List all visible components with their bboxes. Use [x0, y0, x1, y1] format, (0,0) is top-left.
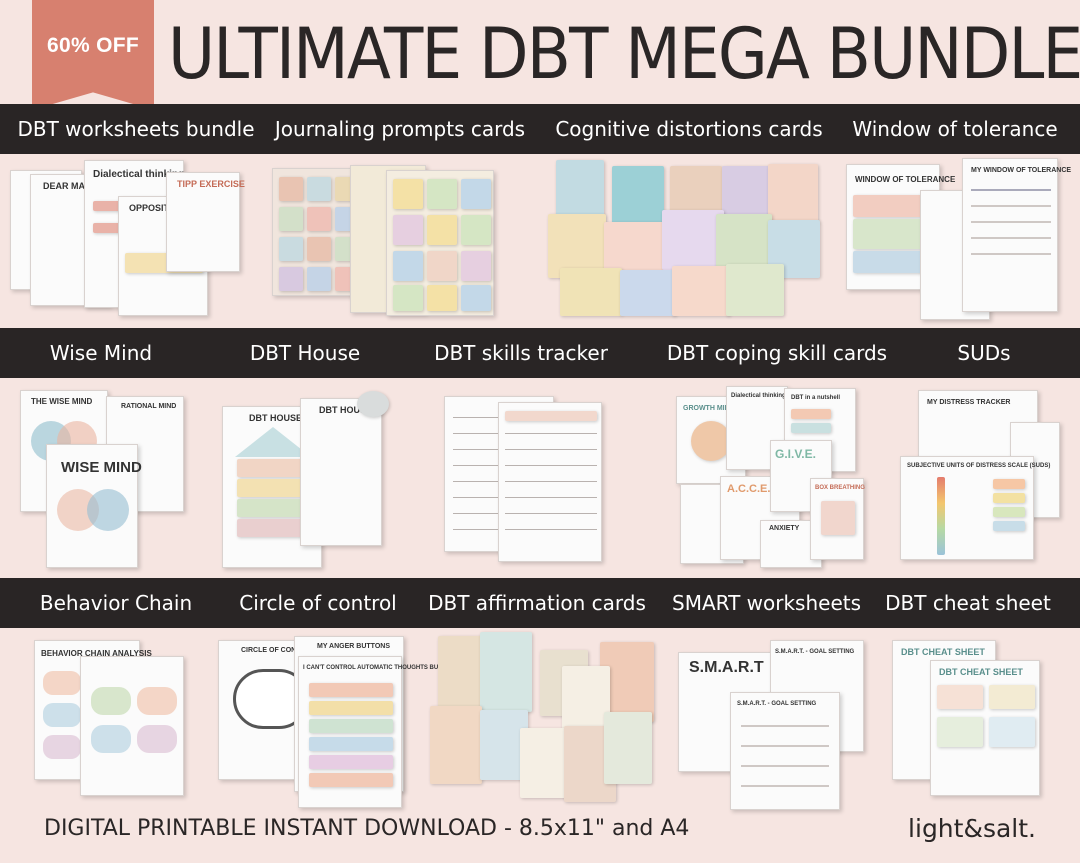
smart-title: S.M.A.R.T: [689, 659, 764, 676]
dialectical-small-title: Dialectical thinking: [731, 393, 786, 399]
dearman-title: DEAR MAN: [43, 181, 92, 191]
cheat-title: DBT CHEAT SHEET: [901, 647, 985, 657]
goal-setting-title: S.M.A.R.T. - GOAL SETTING: [775, 649, 855, 655]
section-label-affirmation: DBT affirmation cards: [428, 591, 646, 615]
section-label-wise-mind: Wise Mind: [49, 341, 153, 365]
growth-title: GROWTH MINDSET: [683, 405, 749, 412]
brand-logo: light&salt.: [908, 814, 1036, 843]
circle-title: CIRCLE OF CONTROL: [241, 647, 316, 654]
dbt-house-title: DBT HOUSE: [319, 405, 373, 415]
section-bar-1: DBT worksheets bundle Journaling prompts…: [0, 104, 1080, 154]
page-title: ULTIMATE DBT MEGA BUNDLE: [168, 13, 1080, 95]
section-label-coping: DBT coping skill cards: [666, 341, 888, 365]
wise-mind-small-title: THE WISE MIND: [31, 397, 93, 406]
window-title: WINDOW OF TOLERANCE: [855, 175, 956, 184]
wise-mind-title: WISE MIND: [61, 459, 142, 476]
discount-badge-label: 60% OFF: [47, 34, 139, 57]
section-label-suds: SUDs: [957, 341, 1011, 365]
section-label-behavior-chain: Behavior Chain: [39, 591, 193, 615]
section-label-cognitive: Cognitive distortions cards: [555, 117, 823, 141]
dialectical-title: Dialectical thinking: [93, 169, 185, 180]
rational-title: RATIONAL MIND: [121, 403, 177, 410]
section-label-worksheets: DBT worksheets bundle: [17, 117, 255, 141]
cant-control-title: I CAN'T CONTROL AUTOMATIC THOUGHTS BUT I…: [303, 665, 465, 671]
box-breathing-title: BOX BREATHING: [815, 485, 865, 491]
section-bar-3: Behavior Chain Circle of control DBT aff…: [0, 578, 1080, 628]
suds-title: SUBJECTIVE UNITS OF DISTRESS SCALE (SUDS…: [907, 463, 1051, 469]
give-title: G.I.V.E.: [775, 447, 816, 461]
section-label-journaling: Journaling prompts cards: [274, 117, 526, 141]
my-window-title: MY WINDOW OF TOLERANCE: [971, 167, 1072, 174]
section-label-dbt-house: DBT House: [249, 341, 361, 365]
goal-setting-title-2: S.M.A.R.T. - GOAL SETTING: [737, 701, 817, 707]
section-label-cheat-sheet: DBT cheat sheet: [885, 591, 1051, 615]
section-label-circle-control: Circle of control: [239, 591, 397, 615]
anger-title: MY ANGER BUTTONS: [317, 643, 390, 650]
nutshell-title: DBT in a nutshell: [791, 395, 841, 401]
distress-tracker-title: MY DISTRESS TRACKER: [927, 399, 1011, 406]
section-bar-2: Wise Mind DBT House DBT skills tracker D…: [0, 328, 1080, 378]
discount-badge: 60% OFF: [32, 0, 154, 110]
section-label-smart: SMART worksheets: [672, 591, 862, 615]
dbt-house-small-title: DBT HOUSE: [249, 413, 303, 423]
tipp-title: TIPP EXERCISE: [177, 179, 245, 189]
anxiety-title: ANXIETY: [769, 525, 800, 532]
download-info: DIGITAL PRINTABLE INSTANT DOWNLOAD - 8.5…: [44, 816, 690, 841]
section-label-window: Window of tolerance: [852, 117, 1058, 141]
behavior-title: BEHAVIOR CHAIN ANALYSIS: [41, 649, 152, 658]
section-label-skills-tracker: DBT skills tracker: [434, 341, 608, 365]
cheat-title-2: DBT CHEAT SHEET: [939, 667, 1023, 677]
